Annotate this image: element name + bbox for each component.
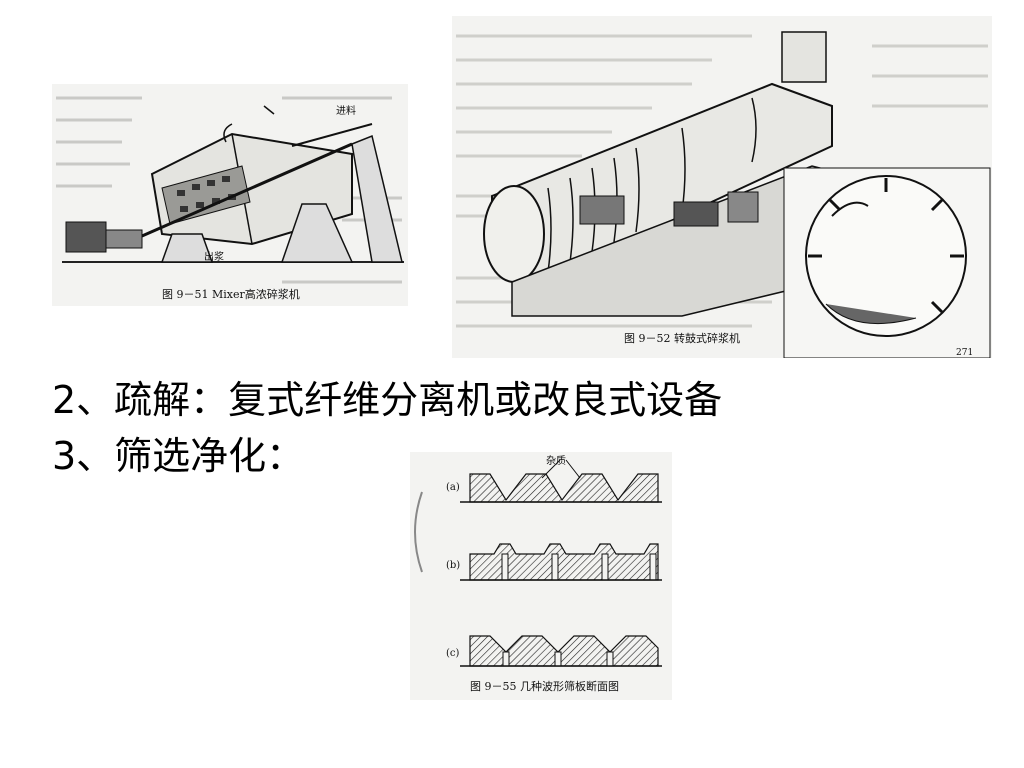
drum-pulper-drawing	[456, 31, 991, 358]
mixer-pulper-drawing	[56, 96, 404, 284]
profile-c-label: (c)	[446, 648, 460, 659]
page-number: 271	[956, 348, 974, 358]
dispersion-step-text: 2、疏解：复式纤维分离机或改良式设备	[52, 378, 723, 422]
screening-step-text: 3、筛选净化：	[52, 434, 305, 478]
figure-screen-plates: 杂质 (a) (b) (c) 图 9－55 几种波形筛板断面图	[410, 452, 672, 700]
profile-b-label: (b)	[446, 560, 461, 571]
discharge-label: 出浆	[204, 252, 224, 263]
impurity-label: 杂质	[546, 456, 566, 467]
figure-mixer-pulper: 进料 出浆 图 9－51 Mixer高浓碎浆机	[52, 84, 408, 306]
screen-plates-drawing	[414, 459, 662, 667]
feed-label: 进料	[336, 106, 356, 117]
mixer-caption: 图 9－51 Mixer高浓碎浆机	[162, 288, 300, 301]
figure-drum-pulper: 图 9－52 转鼓式碎浆机 271	[452, 16, 992, 358]
profile-a-label: (a)	[446, 482, 460, 493]
drum-caption: 图 9－52 转鼓式碎浆机	[624, 332, 740, 345]
screen-caption: 图 9－55 几种波形筛板断面图	[470, 680, 619, 693]
